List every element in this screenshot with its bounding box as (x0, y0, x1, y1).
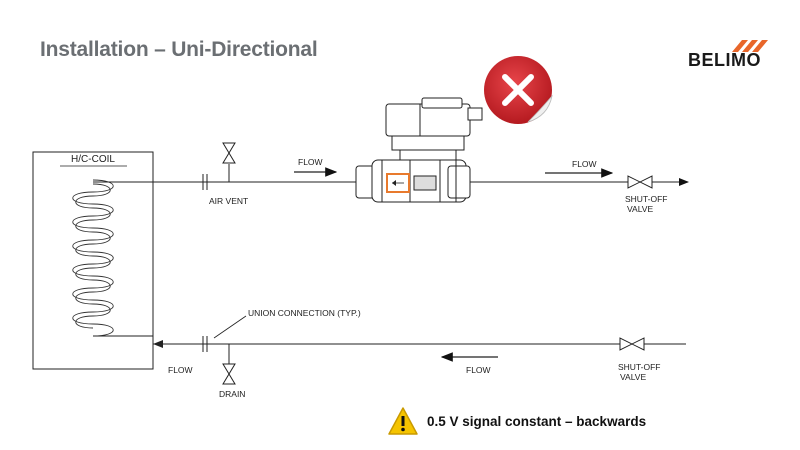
union-connection-bottom (197, 336, 208, 352)
shutoff-valve-top-label-2: VALVE (627, 204, 653, 214)
valve-actuator (355, 97, 483, 203)
belimo-logo: BELIMO (688, 40, 780, 74)
shutoff-valve-top (627, 175, 653, 189)
flow-label-top-left: FLOW (298, 157, 323, 167)
drain-valve (222, 344, 236, 385)
shutoff-valve-bottom-label-1: SHUT-OFF (618, 362, 661, 372)
slide-title: Installation – Uni-Directional (40, 38, 318, 61)
shutoff-valve-bottom-label-2: VALVE (620, 372, 646, 382)
warning-triangle-icon (388, 407, 418, 435)
union-connection-top (202, 174, 213, 190)
union-connection-label: UNION CONNECTION (TYP.) (248, 308, 361, 318)
union-leader-line (213, 315, 247, 339)
shutoff-valve-bottom (619, 337, 645, 351)
drain-label: DRAIN (219, 389, 245, 399)
flow-label-bottom-right: FLOW (466, 365, 491, 375)
brand-name: BELIMO (688, 50, 761, 70)
error-x-sticker-icon (484, 56, 553, 124)
flow-direction-highlight (386, 173, 410, 193)
warning-note: 0.5 V signal constant – backwards (387, 404, 646, 438)
flow-label-bottom-left: FLOW (168, 365, 193, 375)
shutoff-valve-top-label-1: SHUT-OFF (625, 194, 668, 204)
coil-spiral (72, 179, 114, 337)
coil-label: H/C-COIL (71, 154, 115, 165)
warning-text: 0.5 V signal constant – backwards (427, 413, 647, 429)
logo-stripes-icon (732, 40, 768, 52)
air-vent (222, 142, 236, 182)
flow-label-top-right: FLOW (572, 159, 597, 169)
air-vent-label: AIR VENT (209, 196, 248, 206)
coil-box (32, 151, 154, 370)
